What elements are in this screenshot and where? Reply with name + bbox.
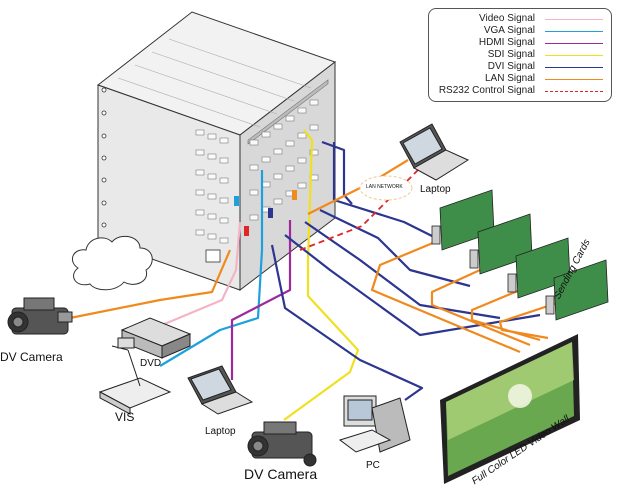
vis-icon <box>98 337 172 415</box>
legend-swatch <box>545 19 603 20</box>
cloud-icon <box>71 235 153 291</box>
dv-camera-bottom-icon <box>247 421 317 467</box>
laptop-top-icon <box>399 123 470 181</box>
legend-item-dvi: DVI Signal <box>429 61 611 74</box>
dvd-label: DVD <box>140 358 162 369</box>
led-video-wall <box>440 334 580 484</box>
laptop-top-label: Laptop <box>420 184 451 195</box>
vis-label: VIS <box>115 410 135 424</box>
dv-camera-left-icon <box>7 297 73 335</box>
sending-card-4-icon <box>545 259 609 321</box>
legend-label: Video Signal <box>479 13 535 24</box>
legend-label: HDMI Signal <box>478 37 535 48</box>
legend-item-vga: VGA Signal <box>429 25 611 38</box>
legend-swatch <box>545 79 603 80</box>
dvi-line-card-1 <box>332 142 433 237</box>
legend: Video Signal VGA Signal HDMI Signal SDI … <box>428 8 612 102</box>
hdmi-line-laptop <box>230 220 292 380</box>
legend-label: LAN Signal <box>484 73 535 84</box>
legend-label: RS232 Control Signal <box>438 85 535 96</box>
dvi-line-card-3 <box>304 221 501 320</box>
legend-label: VGA Signal <box>483 25 535 36</box>
legend-item-hdmi: HDMI Signal <box>429 37 611 50</box>
dvi-line-pc <box>270 244 424 401</box>
laptop-bottom-label: Laptop <box>205 426 236 437</box>
legend-label: SDI Signal <box>487 49 535 60</box>
lan-line-camera <box>69 249 232 320</box>
legend-item-video: Video Signal <box>429 13 611 26</box>
legend-item-lan: LAN Signal <box>429 73 611 86</box>
pc-label: PC <box>366 460 380 471</box>
legend-swatch <box>545 31 603 32</box>
laptop-bottom-icon <box>187 365 254 415</box>
legend-swatch <box>545 91 603 92</box>
lan-line-card-1 <box>370 238 521 354</box>
dvi-line-card-2 <box>319 209 471 288</box>
lan-network-label: LAN NETWORK <box>366 184 403 190</box>
dv-camera-bottom-label: DV Camera <box>244 466 318 482</box>
legend-item-rs232: RS232 Control Signal <box>429 85 611 98</box>
vga-line-vis <box>159 170 264 367</box>
sdi-line-camera <box>283 129 360 421</box>
dv-camera-left-label: DV Camera <box>0 350 63 364</box>
dvd-player-icon <box>120 317 192 359</box>
legend-swatch <box>545 67 603 68</box>
legend-swatch <box>545 43 603 44</box>
lan-line-card-4 <box>498 300 561 340</box>
dvi-line-top <box>321 140 353 205</box>
video-line-dvd <box>149 221 242 332</box>
lan-network-oval <box>359 175 413 201</box>
legend-label: DVI Signal <box>487 61 535 72</box>
lan-line-card-2 <box>430 269 531 347</box>
pc-icon <box>338 395 411 453</box>
legend-swatch <box>545 55 603 56</box>
rs232-line <box>299 169 419 251</box>
legend-item-sdi: SDI Signal <box>429 49 611 62</box>
